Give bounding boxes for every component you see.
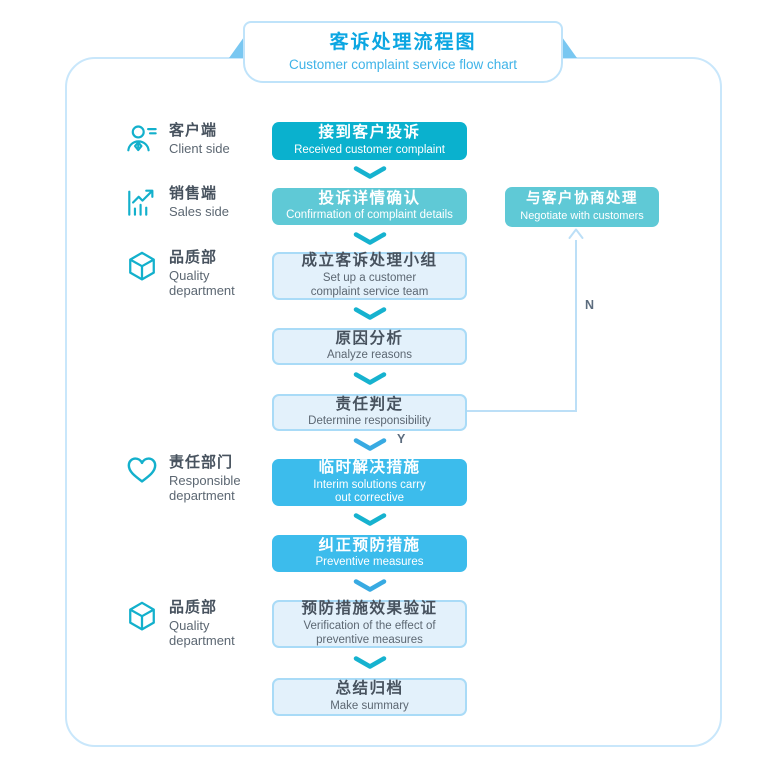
step-make-summary: 总结归档 Make summary	[272, 678, 467, 716]
legend-label-zh: 销售端	[169, 185, 218, 202]
flow-arrow-down-icon	[353, 656, 387, 669]
step-label-en: Make summary	[330, 699, 409, 712]
step-confirm-details: 投诉详情确认 Confirmation of complaint details	[272, 188, 467, 225]
step-label-zh: 成立客诉处理小组	[301, 252, 438, 270]
step-label-zh: 预防措施效果验证	[301, 600, 438, 618]
step-label-zh: 投诉详情确认	[318, 189, 421, 207]
flow-arrow-up-icon	[568, 228, 584, 239]
flow-arrow-down-icon	[353, 513, 387, 526]
step-interim-solutions: 临时解决措施 Interim solutions carry out corre…	[272, 459, 467, 506]
step-label-en: Confirmation of complaint details	[286, 209, 453, 222]
step-negotiate-with-customers: 与客户协商处理 Negotiate with customers	[505, 187, 659, 227]
flow-arrow-down-icon	[353, 579, 387, 592]
quality-cube-icon	[129, 601, 155, 631]
step-label-zh: 总结归档	[335, 680, 404, 698]
step-verify-effect: 预防措施效果验证 Verification of the effect of p…	[272, 600, 467, 648]
yes-branch-label: Y	[397, 432, 406, 446]
legend-text: 品质部 Quality department	[169, 249, 235, 299]
step-label-en: Analyze reasons	[326, 349, 413, 362]
flow-arrow-down-icon	[353, 232, 387, 245]
legend-label-en: Quality department	[169, 267, 235, 299]
flow-arrow-down-icon	[353, 166, 387, 179]
legend-text: 责任部门 Responsible department	[169, 454, 241, 504]
flow-arrow-down-icon	[353, 307, 387, 320]
flow-arrow-down-icon	[353, 438, 387, 451]
flow-arrow-down-icon	[353, 372, 387, 385]
legend-quality-department-2: 品质部 Quality department	[126, 599, 235, 649]
banner-fold-left	[229, 37, 244, 58]
legend-quality-department-1: 品质部 Quality department	[126, 249, 235, 299]
legend-label-en: Sales side	[169, 203, 229, 219]
sales-chart-icon	[128, 189, 154, 216]
step-label-en: Set up a customer complaint service team	[310, 272, 429, 298]
legend-label-en: Quality department	[169, 617, 235, 649]
legend-sales-side: 销售端 Sales side	[126, 185, 229, 219]
banner-fold-right	[562, 37, 577, 58]
legend-label-zh: 品质部	[169, 599, 218, 616]
legend-label-en: Client side	[169, 140, 230, 156]
no-branch-line-horizontal	[467, 410, 577, 412]
step-label-zh: 原因分析	[335, 329, 404, 347]
no-branch-label: N	[585, 298, 595, 312]
step-determine-responsibility: 责任判定 Determine responsibility	[272, 394, 467, 431]
page-subtitle: Customer complaint service flow chart	[288, 56, 518, 72]
legend-label-zh: 客户端	[169, 122, 218, 139]
title-banner: 客诉处理流程图 Customer complaint service flow …	[243, 21, 563, 83]
legend-label-zh: 品质部	[169, 249, 218, 266]
step-label-en: Negotiate with customers	[520, 209, 644, 222]
step-label-en: Preventive measures	[315, 556, 424, 569]
step-label-en: Determine responsibility	[308, 415, 431, 428]
step-label-zh: 临时解决措施	[318, 458, 421, 476]
step-received-complaint: 接到客户投诉 Received customer complaint	[272, 122, 467, 160]
step-label-zh: 接到客户投诉	[318, 124, 421, 142]
heart-icon	[127, 457, 157, 483]
step-setup-team: 成立客诉处理小组 Set up a customer complaint ser…	[272, 252, 467, 300]
page-title: 客诉处理流程图	[329, 32, 477, 54]
legend-label-en: Responsible department	[169, 472, 241, 504]
legend-text: 客户端 Client side	[169, 122, 230, 156]
step-label-zh: 与客户协商处理	[526, 191, 638, 208]
step-label-zh: 责任判定	[335, 395, 404, 413]
no-branch-line-vertical	[575, 240, 577, 412]
step-label-zh: 纠正预防措施	[318, 536, 421, 554]
step-label-en: Interim solutions carry out corrective	[313, 478, 426, 505]
legend-text: 品质部 Quality department	[169, 599, 235, 649]
legend-responsible-department: 责任部门 Responsible department	[126, 454, 241, 504]
client-person-icon	[127, 125, 157, 152]
step-label-en: Verification of the effect of preventive…	[303, 620, 436, 646]
legend-client-side: 客户端 Client side	[126, 122, 230, 156]
quality-cube-icon	[129, 251, 155, 281]
step-analyze-reasons: 原因分析 Analyze reasons	[272, 328, 467, 365]
legend-label-zh: 责任部门	[169, 454, 234, 471]
step-label-en: Received customer complaint	[294, 143, 445, 156]
step-preventive-measures: 纠正预防措施 Preventive measures	[272, 535, 467, 572]
legend-text: 销售端 Sales side	[169, 185, 229, 219]
